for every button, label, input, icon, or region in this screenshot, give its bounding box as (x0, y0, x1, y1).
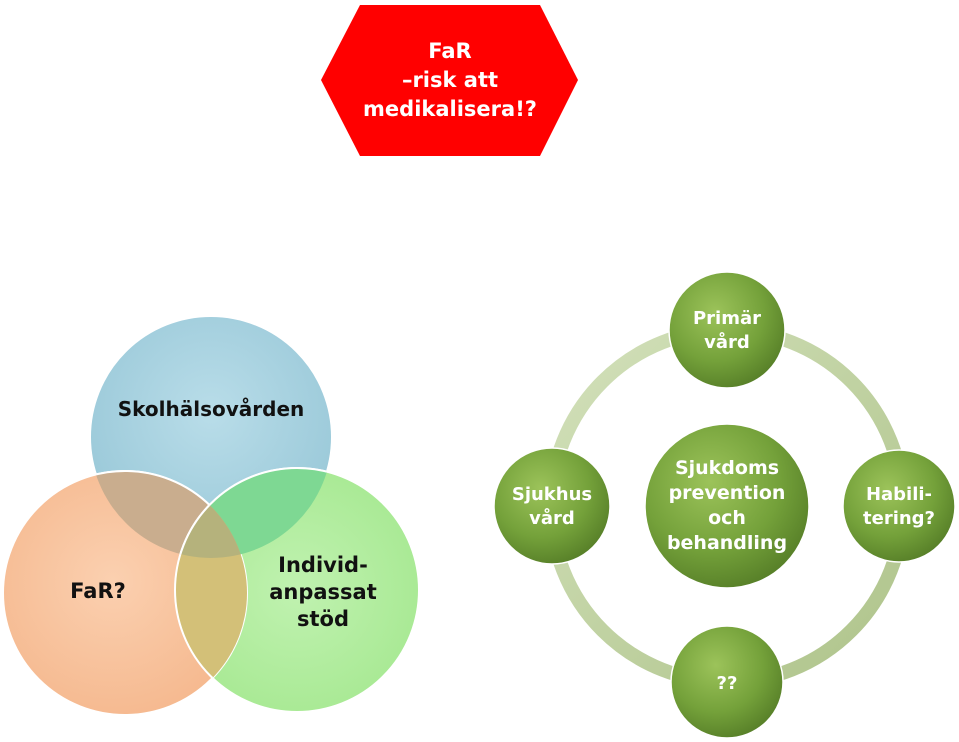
cycle-bottom-line-1: ?? (717, 673, 738, 694)
hexagon-line-1: FaR (428, 39, 471, 63)
cycle-right-line-2: tering? (863, 508, 935, 529)
cycle-center-line-1: Sjukdoms (675, 457, 779, 479)
venn-overlap-top-right (174, 467, 332, 558)
hexagon-shape (321, 5, 578, 156)
title-hexagon: FaR –risk att medikalisera!? (321, 5, 578, 156)
cycle-top-line-1: Primär (693, 308, 761, 329)
cycle-center-line-3: och (708, 507, 746, 529)
cycle-center-line-2: prevention (669, 482, 786, 504)
venn-label-right-2: anpassat (269, 580, 377, 604)
venn-overlap-top-left (90, 470, 248, 558)
cycle-node-left: Sjukhus vård (493, 447, 611, 565)
cycle-node-center: Sjukdoms prevention och behandling (644, 423, 810, 589)
venn-label-right-3: stöd (297, 607, 349, 631)
venn-diagram: Skolhälsovården FaR? Individ- anpassat s… (2, 315, 420, 716)
cycle-node-top: Primär vård (668, 271, 786, 389)
hexagon-line-3: medikalisera!? (363, 97, 537, 121)
venn-label-right-1: Individ- (278, 553, 368, 577)
cycle-right-line-1: Habili- (866, 484, 932, 505)
venn-label-left: FaR? (70, 579, 126, 603)
cycle-node-right: Habili- tering? (842, 449, 956, 563)
cycle-left-line-2: vård (529, 507, 575, 529)
cycle-top-line-2: vård (704, 331, 750, 353)
cycle-diagram: Primär vård Sjukhus vård Habili- tering?… (493, 271, 956, 739)
venn-label-top: Skolhälsovården (118, 397, 305, 421)
cycle-center-line-4: behandling (667, 532, 787, 554)
hexagon-line-2: –risk att (402, 68, 498, 92)
cycle-node-bottom: ?? (670, 625, 784, 739)
cycle-left-line-1: Sjukhus (512, 484, 592, 505)
